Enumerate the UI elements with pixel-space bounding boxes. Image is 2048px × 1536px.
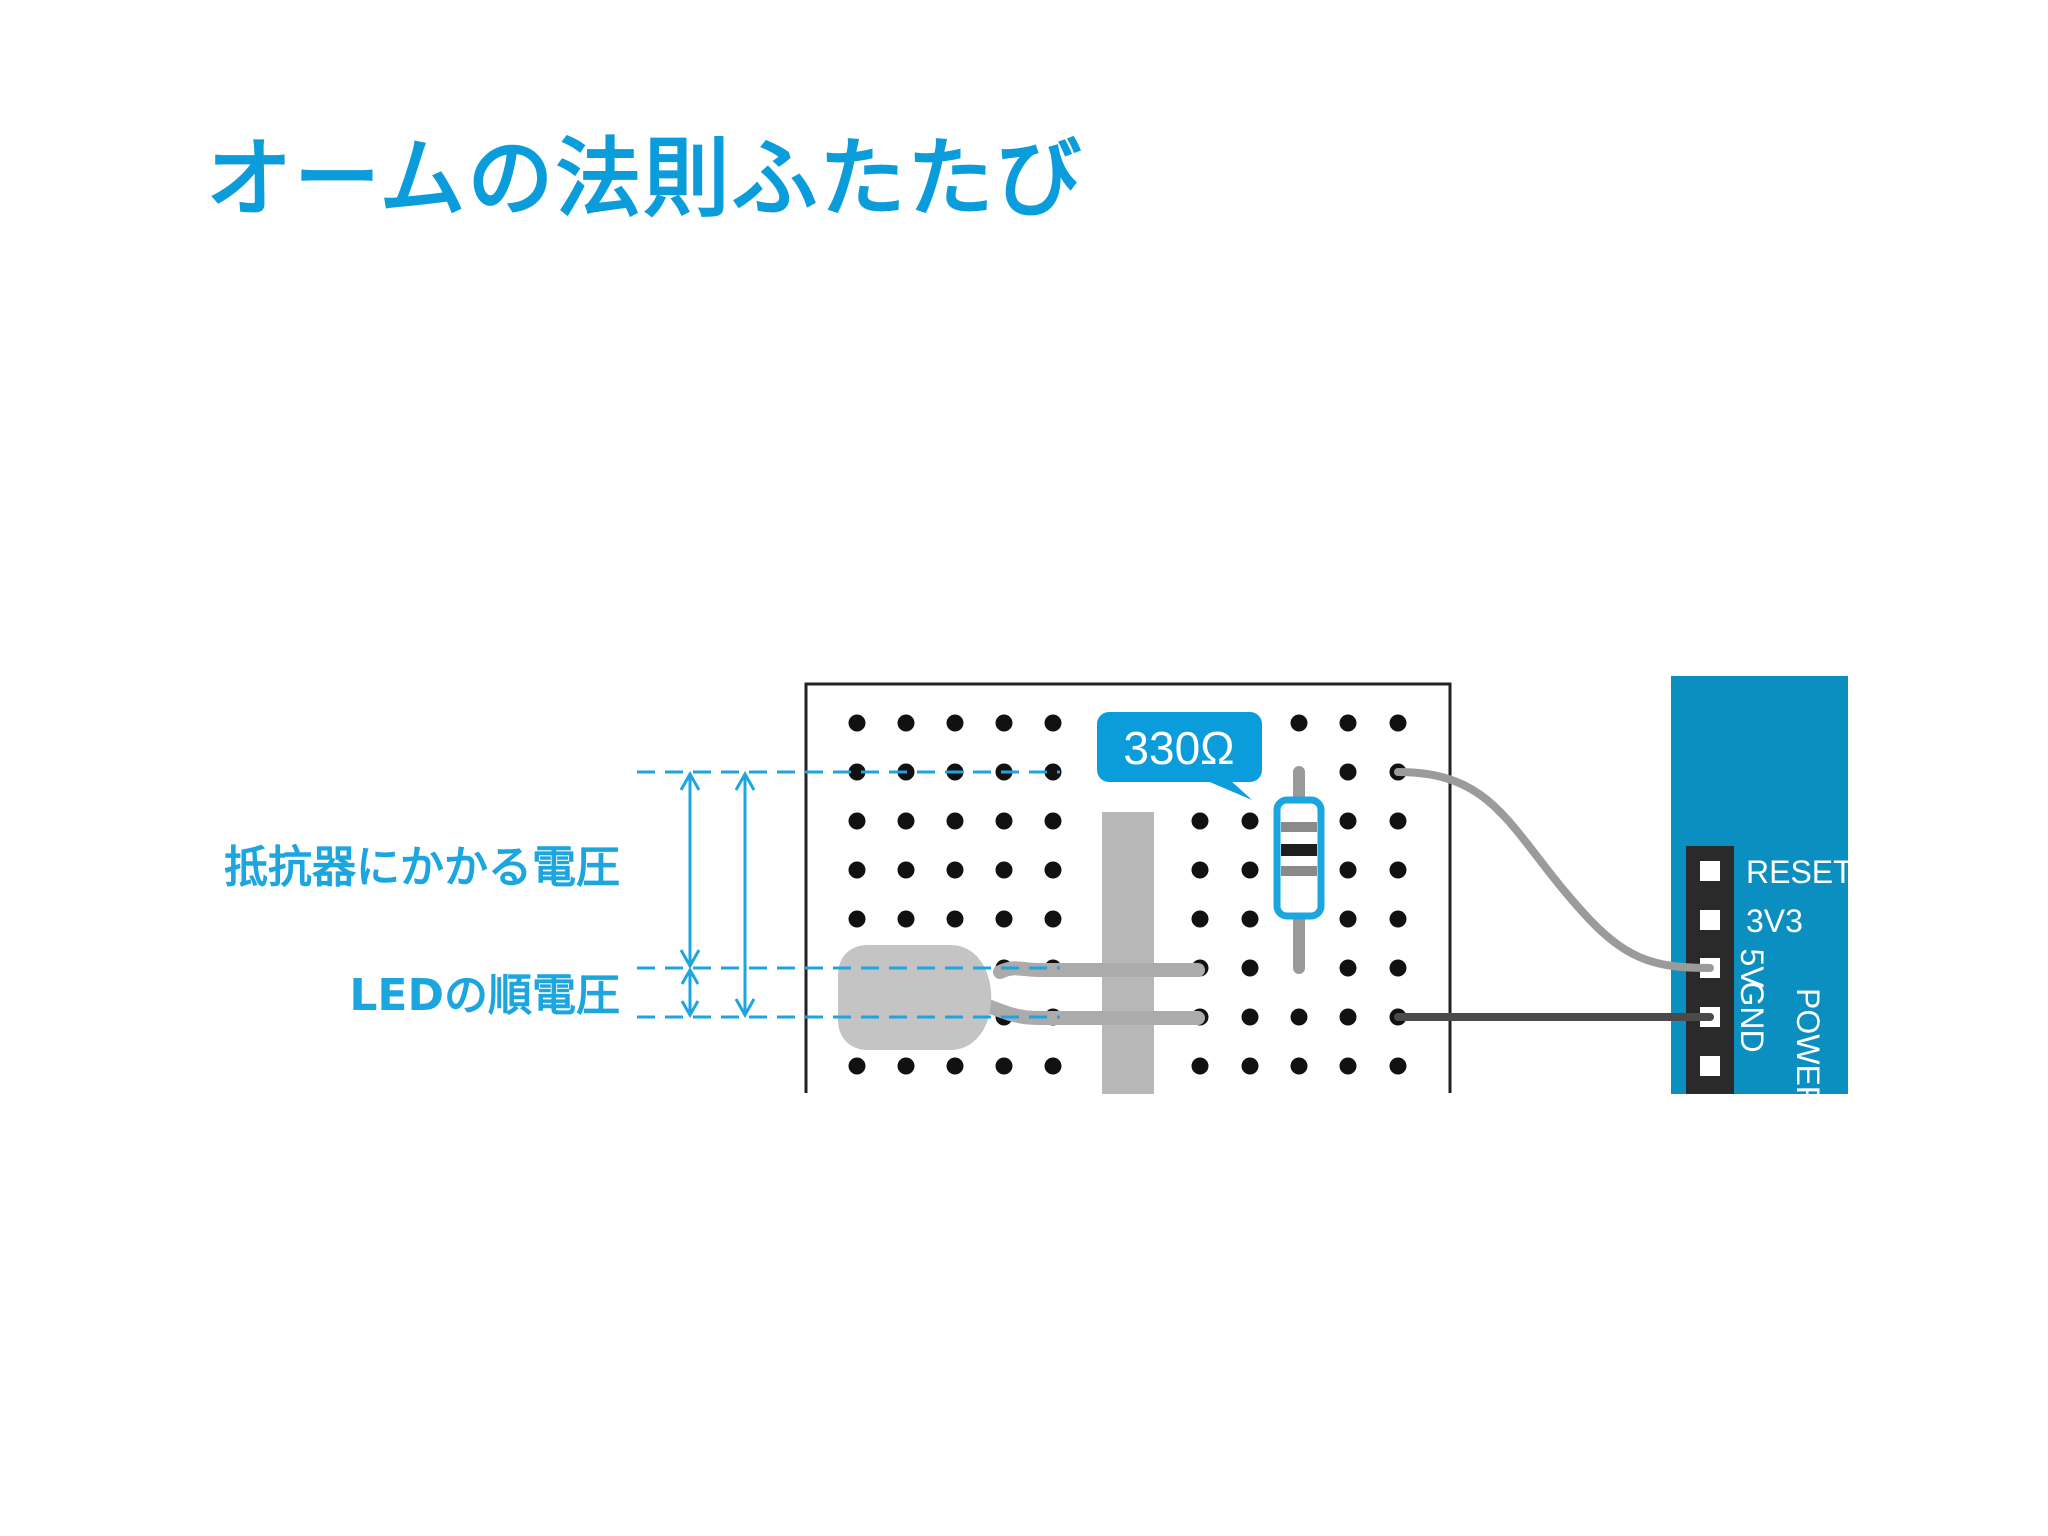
breadboard-hole xyxy=(848,763,866,781)
breadboard-hole xyxy=(897,714,915,732)
breadboard-hole xyxy=(1339,959,1357,977)
breadboard-hole xyxy=(1389,959,1407,977)
breadboard-hole xyxy=(1241,861,1259,879)
breadboard-hole xyxy=(946,910,964,928)
resistor-body xyxy=(1273,796,1325,920)
breadboard-hole xyxy=(995,1057,1013,1075)
breadboard-hole xyxy=(848,812,866,830)
breadboard-hole xyxy=(848,714,866,732)
breadboard-hole xyxy=(1339,861,1357,879)
breadboard-hole xyxy=(1389,714,1407,732)
breadboard-hole xyxy=(1339,763,1357,781)
badge-pointer xyxy=(1205,780,1252,800)
badge-background xyxy=(1097,712,1262,782)
breadboard-hole xyxy=(946,861,964,879)
breadboard-hole xyxy=(995,812,1013,830)
resistor-band-3 xyxy=(1281,866,1317,876)
breadboard-hole xyxy=(1241,812,1259,830)
breadboard-hole xyxy=(1339,1057,1357,1075)
breadboard-hole xyxy=(1389,910,1407,928)
power-group-label: POWER xyxy=(1790,988,1826,1109)
pin-label-gnd: GND xyxy=(1734,981,1770,1052)
breadboard-hole xyxy=(946,714,964,732)
breadboard-hole xyxy=(897,1057,915,1075)
breadboard-hole xyxy=(1044,1057,1062,1075)
voltage-dimension-guides: 抵抗器にかかる電圧 LEDの順電圧 xyxy=(224,770,1060,1021)
breadboard-hole xyxy=(848,1057,866,1075)
breadboard-hole xyxy=(1389,861,1407,879)
resistor-voltage-label: 抵抗器にかかる電圧 xyxy=(224,842,620,893)
breadboard-hole xyxy=(1044,812,1062,830)
breadboard-hole xyxy=(1339,1008,1357,1026)
breadboard-hole xyxy=(1191,910,1209,928)
breadboard-hole xyxy=(1241,1057,1259,1075)
breadboard-hole xyxy=(1191,861,1209,879)
breadboard-hole xyxy=(1290,714,1308,732)
resistor-value-label: 330Ω xyxy=(1123,722,1234,774)
breadboard-hole xyxy=(1044,763,1062,781)
led xyxy=(838,945,1205,1050)
center-divider xyxy=(1102,812,1154,1094)
header-pin xyxy=(1700,1056,1720,1076)
resistor-voltage-arrow xyxy=(679,770,701,970)
breadboard-hole xyxy=(1241,910,1259,928)
breadboard-hole xyxy=(995,714,1013,732)
header-pin xyxy=(1700,910,1720,930)
breadboard-hole xyxy=(1241,1008,1259,1026)
resistor-value-badge: 330Ω xyxy=(1097,712,1262,800)
breadboard-hole xyxy=(1044,714,1062,732)
pin-label-5v: 5V xyxy=(1734,948,1770,988)
total-voltage-arrow xyxy=(734,770,756,1019)
breadboard-hole xyxy=(1389,1057,1407,1075)
wire-5v xyxy=(1394,768,1714,972)
breadboard-outline xyxy=(804,682,1452,1093)
slide-title: オームの法則ふたたび xyxy=(206,129,1084,229)
breadboard-hole xyxy=(1290,1057,1308,1075)
breadboard-hole xyxy=(848,861,866,879)
led-voltage-arrow xyxy=(680,966,700,1019)
header-pin xyxy=(1700,861,1720,881)
breadboard-hole xyxy=(897,910,915,928)
breadboard-hole xyxy=(995,861,1013,879)
breadboard-hole xyxy=(1290,1008,1308,1026)
breadboard-hole xyxy=(1339,812,1357,830)
breadboard-hole xyxy=(848,910,866,928)
breadboard-hole xyxy=(1191,812,1209,830)
breadboard-hole xyxy=(1191,1057,1209,1075)
breadboard-hole xyxy=(1339,910,1357,928)
led-body xyxy=(838,945,992,1050)
breadboard-hole xyxy=(995,910,1013,928)
breadboard-hole xyxy=(1389,812,1407,830)
led-forward-voltage-label: LEDの順電圧 xyxy=(349,970,620,1021)
breadboard-hole xyxy=(946,1057,964,1075)
resistor-band-1 xyxy=(1281,822,1317,832)
breadboard-hole xyxy=(1339,714,1357,732)
pin-label-reset: RESET xyxy=(1746,854,1853,890)
breadboard-hole xyxy=(1241,959,1259,977)
breadboard-hole xyxy=(897,812,915,830)
breadboard-hole xyxy=(946,812,964,830)
breadboard-hole xyxy=(1044,861,1062,879)
breadboard-hole xyxy=(897,861,915,879)
resistor xyxy=(1273,766,1325,974)
breadboard-hole xyxy=(1044,910,1062,928)
resistor-band-2 xyxy=(1281,844,1317,856)
led-leg-long xyxy=(993,961,1205,979)
pin-label-3v3: 3V3 xyxy=(1746,903,1803,939)
